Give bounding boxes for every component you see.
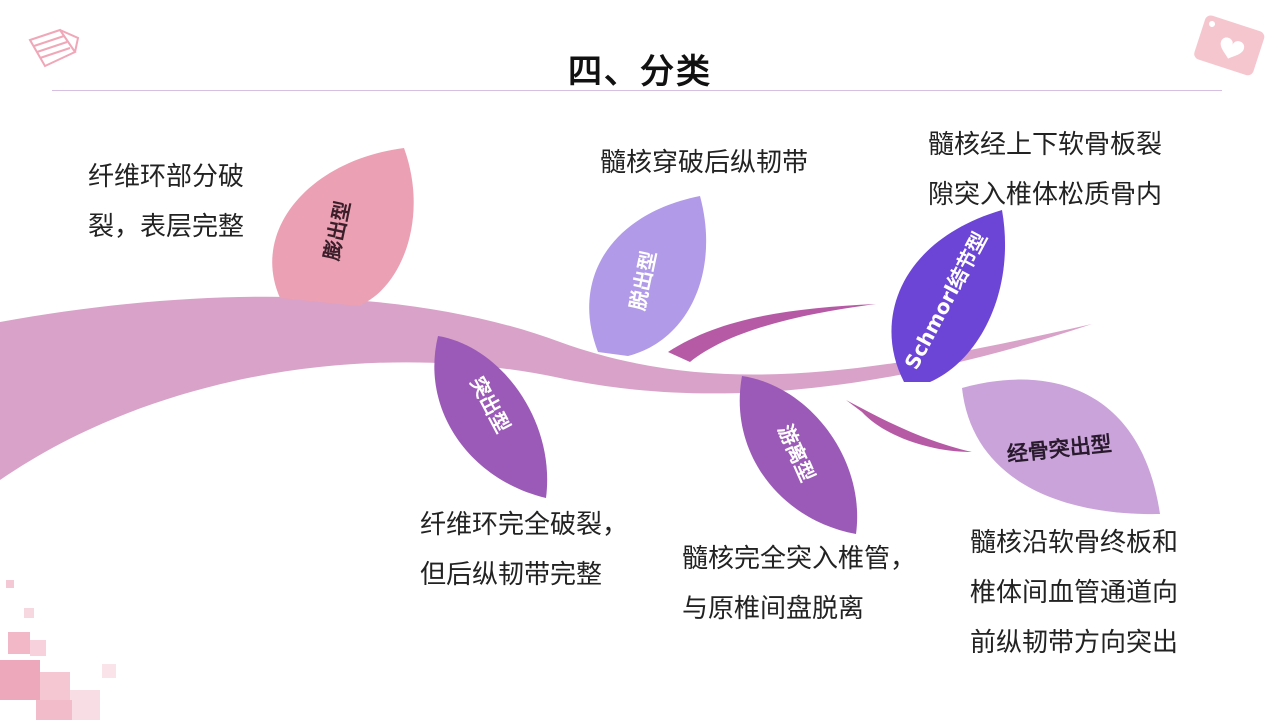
leaf-transosseous: 经骨突出型 (962, 379, 1160, 515)
leaf-bulging: 膨出型 (272, 148, 414, 306)
description-sequestration: 髓核完全突入椎管， 与原椎间盘脱离 (682, 534, 916, 634)
leaf-extrusion: 脱出型 (589, 196, 707, 356)
description-schmorl: 髓核经上下软骨板裂 隙突入椎体松质骨内 (928, 120, 1162, 220)
description-line: 纤维环完全破裂， (420, 510, 629, 540)
leaf-schmorl: Schmorl结节型 (891, 210, 1006, 382)
heart-tag-icon (1194, 15, 1265, 76)
description-bulging: 纤维环部分破 裂，表层完整 (88, 152, 244, 252)
description-line: 髓核沿软骨终板和 (970, 528, 1179, 558)
twig-upper (668, 304, 876, 362)
leaf-sequestration: 游离型 (739, 376, 858, 534)
description-line: 髓核完全突入椎管， (682, 544, 917, 574)
description-transosseous: 髓核沿软骨终板和 椎体间血管通道向 前纵韧带方向突出 (970, 518, 1178, 668)
page-title: 四、分类 (568, 52, 712, 92)
description-line: 隙突入椎体松质骨内 (928, 180, 1163, 210)
twig-lower (846, 400, 972, 452)
description-line: 裂，表层完整 (88, 212, 245, 242)
description-extrusion: 髓核穿破后纵韧带 (600, 138, 808, 188)
pixel-squares-decoration (0, 580, 116, 720)
description-line: 与原椎间盘脱离 (682, 594, 865, 624)
description-line: 髓核穿破后纵韧带 (600, 148, 809, 178)
main-branch (0, 296, 1092, 480)
description-line: 椎体间血管通道向 (970, 578, 1179, 608)
pencil-scribble-icon (28, 28, 80, 68)
leaf-protrusion: 突出型 (434, 336, 548, 498)
description-line: 但后纵韧带完整 (420, 560, 603, 590)
description-line: 髓核经上下软骨板裂 (928, 130, 1163, 160)
description-protrusion: 纤维环完全破裂， 但后纵韧带完整 (420, 500, 628, 600)
description-line: 前纵韧带方向突出 (970, 628, 1179, 658)
title-divider (52, 90, 1222, 91)
description-line: 纤维环部分破 (88, 162, 245, 192)
